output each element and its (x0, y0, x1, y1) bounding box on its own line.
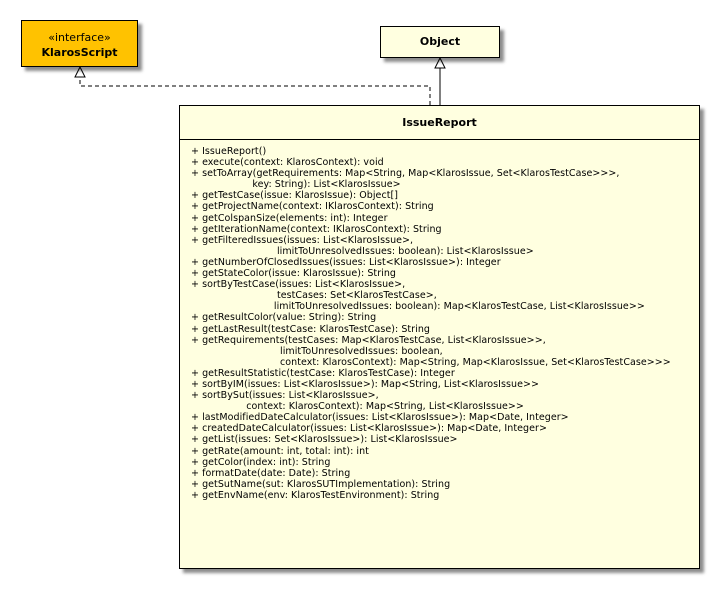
operation-line: limitToUnresolvedIssues: boolean): Map<K… (191, 301, 645, 313)
operation-line: + getSutName(sut: KlarosSUTImplementatio… (191, 478, 451, 490)
operation-line: testCases: Set<KlarosTestCase>, (191, 290, 437, 302)
issue-report-class-box[interactable]: IssueReport + IssueReport()+ execute(con… (179, 105, 700, 569)
realization-line (79, 77, 431, 105)
operations-compartment: + IssueReport()+ execute(context: Klaros… (180, 140, 699, 501)
operation-line: + getNumberOfClosedIssues(issues: List<K… (191, 256, 501, 268)
operation-line: context: KlarosContext): Map<String, Map… (191, 356, 671, 368)
operation-line: key: String): List<KlarosIssue> (191, 179, 401, 191)
operation-line: + getRate(amount: int, total: int): int (191, 445, 369, 457)
operation-line: + sortByTestCase(issues: List<KlarosIssu… (191, 279, 406, 291)
operation-line: + getResultStatistic(testCase: KlarosTes… (191, 367, 455, 379)
operation-line: + sortBySut(issues: List<KlarosIssue>, (191, 390, 379, 402)
operation-line: + getLastResult(testCase: KlarosTestCase… (191, 323, 430, 335)
interface-class-box[interactable]: «interface» KlarosScript (21, 20, 138, 67)
operation-line: + getProjectName(context: IKlarosContext… (191, 201, 434, 213)
interface-class-name: KlarosScript (41, 46, 118, 59)
operation-line: limitToUnresolvedIssues: boolean): List<… (191, 245, 534, 257)
operation-line: + getTestCase(issue: KlarosIssue): Objec… (191, 190, 399, 202)
operation-line: + setToArray(getRequirements: Map<String… (191, 168, 620, 180)
object-class-name: Object (419, 35, 461, 48)
operation-line: limitToUnresolvedIssues: boolean, (191, 345, 443, 357)
operation-line: + execute(context: KlarosContext): void (191, 157, 384, 169)
operation-line: + getRequirements(testCases: Map<KlarosT… (191, 334, 546, 346)
generalization-arrowhead (434, 56, 446, 69)
operation-line: + getEnvName(env: KlarosTestEnvironment)… (191, 489, 440, 501)
operation-line: + createdDateCalculator(issues: List<Kla… (191, 423, 547, 435)
operation-line: + getIterationName(context: IKlarosConte… (191, 223, 442, 235)
operation-line: + getList(issues: Set<KlarosIssue>): Lis… (191, 434, 458, 446)
operation-line: + sortByIM(issues: List<KlarosIssue>): M… (191, 378, 540, 390)
realization-arrowhead (74, 65, 86, 78)
operation-line: + formatDate(date: Date): String (191, 467, 351, 479)
issue-report-class-name: IssueReport (180, 106, 699, 140)
operation-line: + getColspanSize(elements: int): Integer (191, 212, 388, 224)
interface-stereotype: «interface» (48, 31, 111, 44)
operation-line: + IssueReport() (191, 146, 267, 157)
operation-line: + lastModifiedDateCalculator(issues: Lis… (191, 412, 569, 424)
operation-line: + getFilteredIssues(issues: List<KlarosI… (191, 234, 414, 246)
operation-line: + getStateColor(issue: KlarosIssue): Str… (191, 268, 397, 280)
operation-line: + getColor(index: int): String (191, 456, 331, 468)
object-class-box[interactable]: Object (380, 26, 500, 58)
operation-line: context: KlarosContext): Map<String, Lis… (191, 401, 524, 413)
operation-line: + getResultColor(value: String): String (191, 312, 377, 324)
